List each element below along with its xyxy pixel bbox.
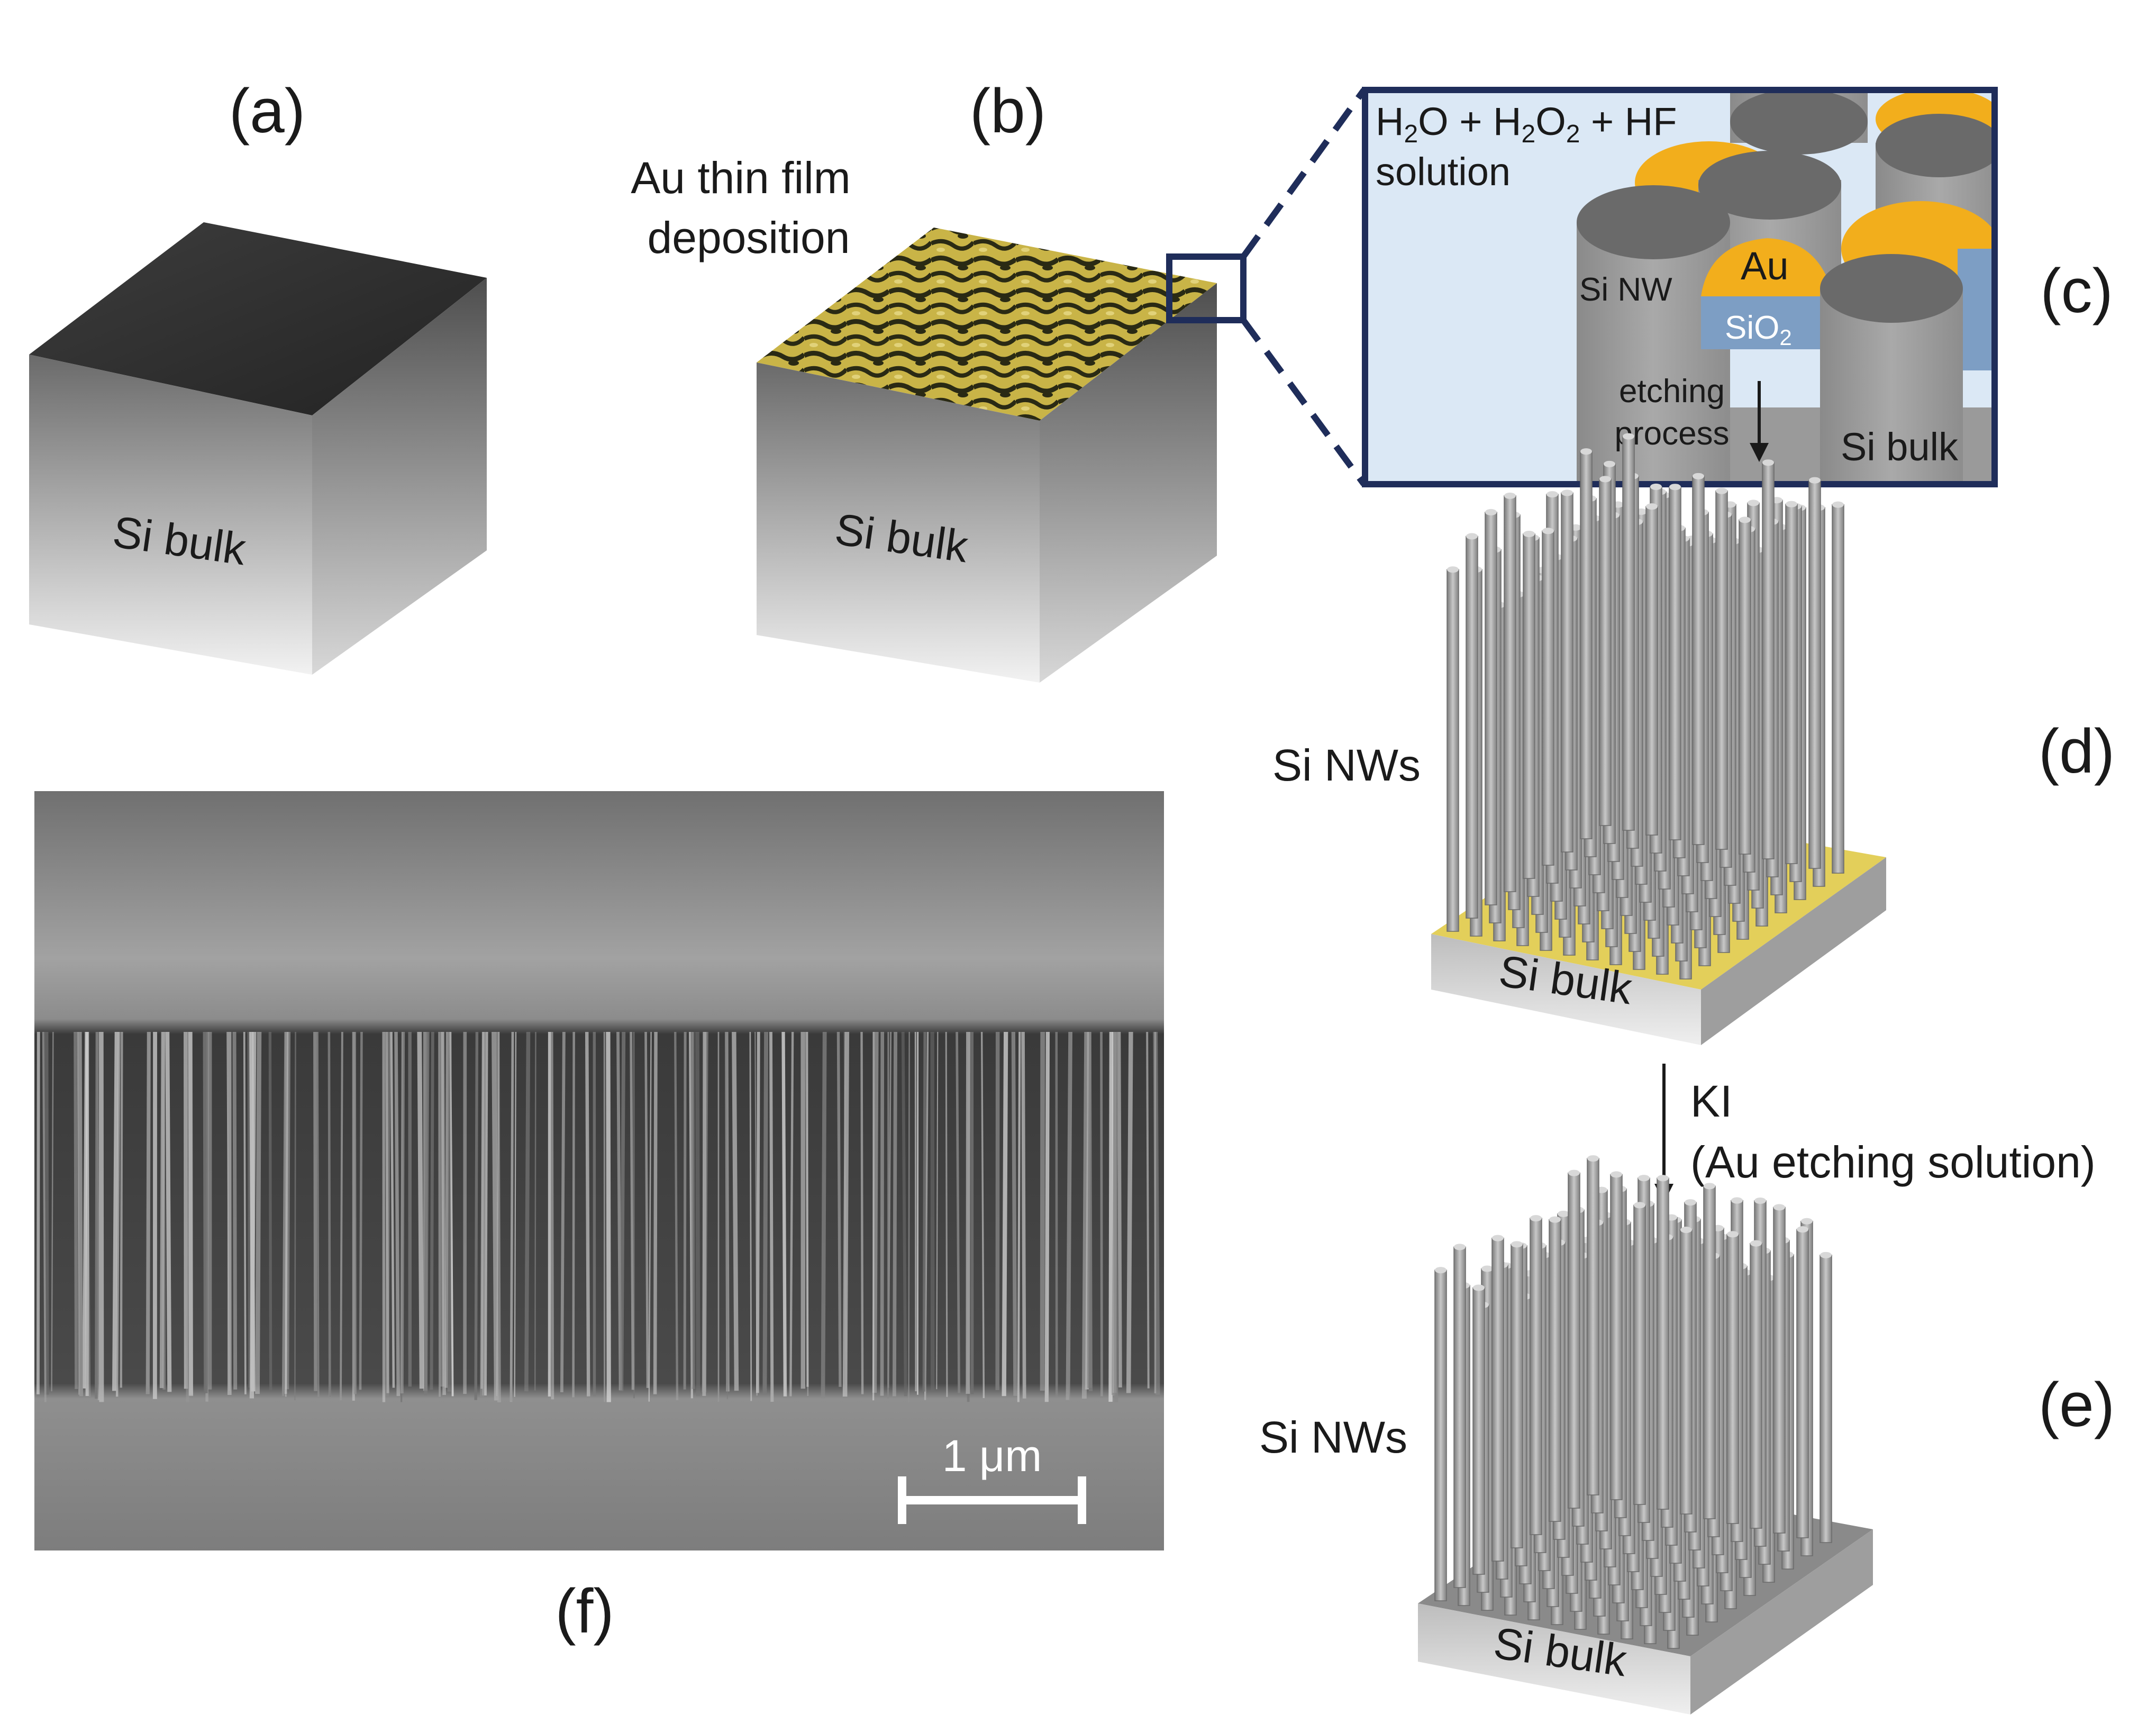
solution-label-line2: solution	[1376, 150, 1511, 194]
inset-si-bulk-label: Si bulk	[1841, 425, 1959, 469]
sem-nanowire-texture	[37, 1031, 1160, 1402]
panel-b-label: (b)	[970, 76, 1046, 146]
au-etching-solution-label: (Au etching solution)	[1690, 1137, 2096, 1187]
panel-f-label: (f)	[555, 1576, 614, 1646]
panel-c-label: (c)	[2040, 256, 2113, 326]
si-nws-label-d: Si NWs	[1272, 740, 1421, 790]
sem-image	[34, 791, 1164, 1550]
scale-bar: 1 μm	[898, 1431, 1086, 1524]
panel-d: (d) Si NWs Si bulk	[1272, 433, 2115, 1045]
si-nw-label: Si NW	[1579, 271, 1672, 308]
panel-a: (a) Si bulk	[29, 76, 487, 675]
panel-e-label: (e)	[2039, 1370, 2115, 1440]
ki-arrow: KI (Au etching solution)	[1654, 1064, 2096, 1203]
sio2-label: SiO2	[1725, 310, 1792, 350]
panel-f: 1 μm (f)	[34, 791, 1164, 1646]
zoom-line-bottom	[1241, 318, 1367, 486]
si-bulk-cube-a	[29, 222, 487, 675]
si-bulk-cube-b	[757, 228, 1217, 683]
panel-d-label: (d)	[2039, 717, 2115, 786]
au-film-label-line2: deposition	[648, 213, 850, 262]
etching-label-line1: etching	[1619, 373, 1725, 410]
nanowire-array-e	[1418, 1155, 1873, 1715]
inset-border	[1362, 87, 1998, 487]
panel-c: H2O + H2O2 + HF solution Si NW Au SiO2 e…	[1362, 87, 2113, 487]
scale-bar-label: 1 μm	[942, 1431, 1042, 1481]
solution-label-line1: H2O + H2O2 + HF	[1376, 99, 1677, 148]
si-nws-label-e: Si NWs	[1259, 1412, 1407, 1462]
zoom-box	[1166, 253, 1247, 323]
panel-e: (e) Si NWs Si bulk	[1259, 1155, 2115, 1715]
au-label: Au	[1741, 244, 1789, 288]
panel-b: (b) Au thin film deposition Si bulk	[631, 76, 1367, 683]
nanowire-array-d	[1431, 433, 1886, 1045]
ki-label: KI	[1690, 1076, 1732, 1126]
au-film-label-line1: Au thin film	[631, 153, 851, 203]
zoom-line-top	[1241, 88, 1367, 259]
panel-a-label: (a)	[229, 76, 305, 146]
